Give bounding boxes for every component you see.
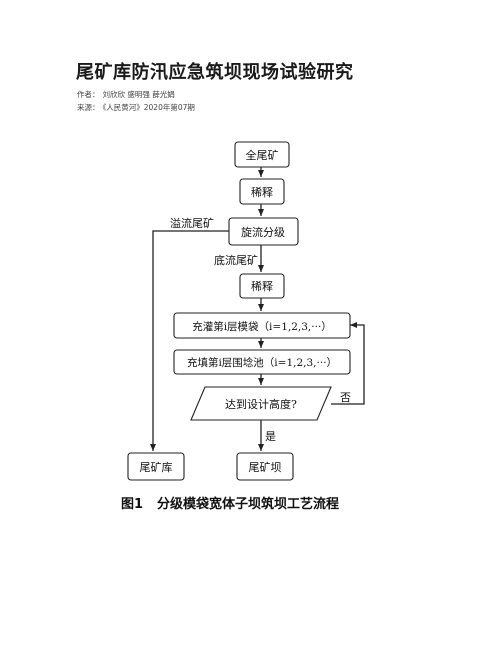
node-tailings-pond [127, 452, 185, 481]
edge-label-underflow: 底流尾矿 [214, 253, 258, 267]
article-title: 尾矿库防汛应急筑坝现场试验研究 [76, 62, 354, 83]
figure-caption: 图1 分级模袋宽体子坝筑坝工艺流程 [121, 493, 339, 512]
node-fill-bag-label: 充灌第i层模袋（i=1,2,3,···） [192, 320, 332, 333]
node-fill-pond [173, 349, 351, 375]
edge-label-yes: 是 [265, 430, 276, 443]
author-names: 刘欣欣 盛明强 薛光娟 [102, 90, 175, 99]
node-dilute-1-label: 稀释 [251, 186, 273, 199]
node-whole-tailings [234, 141, 290, 168]
node-decision [190, 386, 332, 421]
article-source: 来源：《人民黄河》2020年第07期 [77, 102, 195, 113]
edge-decision-no-loop [331, 322, 365, 405]
node-dilute-2 [239, 273, 285, 299]
node-tailings-pond-label: 尾矿库 [140, 461, 173, 474]
author-label: 作者： [77, 90, 100, 99]
node-cyclone-label: 旋流分级 [241, 225, 285, 239]
source-name: 《人民黄河》2020年第07期 [102, 103, 195, 112]
node-cyclone [228, 217, 299, 246]
node-fill-pond-label: 充填第i层围埝池（i=1,2,3,···） [187, 356, 337, 369]
node-dilute-1 [239, 178, 285, 205]
node-dilute-2-label: 稀释 [251, 280, 273, 293]
edge-cyclone-to-tailings-pond [150, 230, 229, 451]
node-decision-label: 达到设计高度? [225, 397, 297, 411]
edge-label-overflow: 溢流尾矿 [170, 216, 214, 230]
article-authors: 作者：刘欣欣 盛明强 薛光娟 [77, 89, 175, 100]
source-label: 来源： [77, 103, 100, 112]
node-fill-bag [173, 312, 351, 339]
edge-label-no: 否 [340, 391, 351, 404]
figure-caption-text: 分级模袋宽体子坝筑坝工艺流程 [157, 497, 340, 512]
figure-caption-number: 图1 [121, 497, 144, 512]
node-tailings-dam [236, 452, 294, 481]
node-whole-tailings-label: 全尾矿 [246, 148, 279, 162]
node-tailings-dam-label: 尾矿坝 [249, 460, 282, 474]
